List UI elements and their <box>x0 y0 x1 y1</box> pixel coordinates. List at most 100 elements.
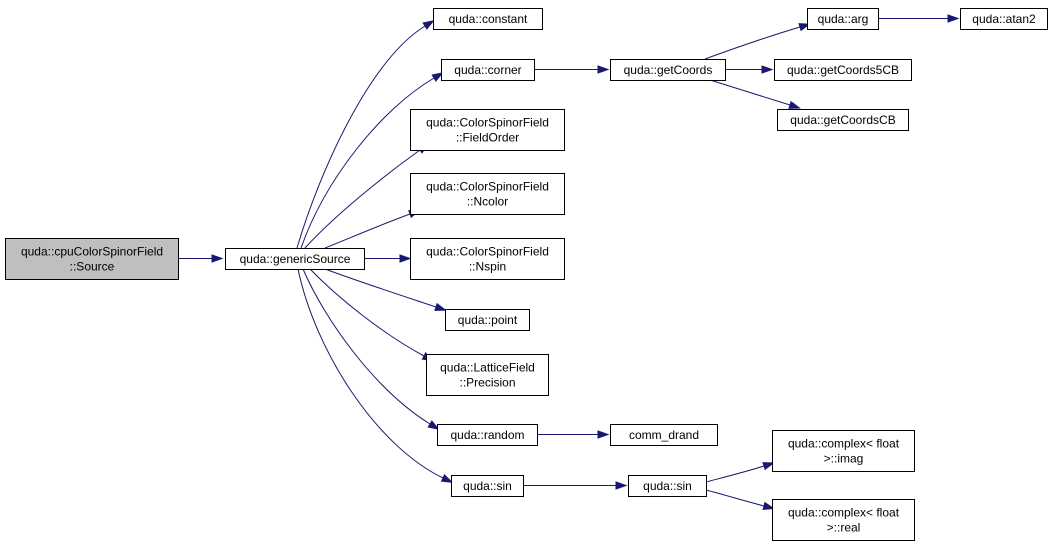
edge-n0-n1 <box>178 254 224 263</box>
node-atan2[interactable]: quda::atan2 <box>960 8 1048 30</box>
edge-line <box>705 465 765 483</box>
node-cpucolorspinorfield-source[interactable]: quda::cpuColorSpinorField::Source <box>5 238 179 280</box>
edge-n1-n9 <box>302 268 440 431</box>
node-box <box>451 475 524 497</box>
node-label: quda::corner <box>454 63 521 77</box>
edge-n17-n19 <box>705 489 776 510</box>
node-comm-drand[interactable]: comm_drand <box>610 424 718 446</box>
edge-n1-n2 <box>296 19 435 249</box>
node-box <box>426 354 549 396</box>
node-box <box>441 59 535 81</box>
arrowhead-icon <box>431 72 444 82</box>
node-fieldorder[interactable]: quda::ColorSpinorField::FieldOrder <box>410 109 565 151</box>
node-corner[interactable]: quda::corner <box>441 59 535 81</box>
node-complex-real[interactable]: quda::complex< float>::real <box>772 499 915 541</box>
arrowhead-icon <box>597 430 610 439</box>
edge-line <box>304 149 421 249</box>
node-label: ::FieldOrder <box>456 131 519 145</box>
node-box <box>410 109 565 151</box>
node-label: quda::atan2 <box>972 12 1036 26</box>
node-constant[interactable]: quda::constant <box>433 8 543 30</box>
node-label: quda::point <box>458 313 518 327</box>
node-sin-outer[interactable]: quda::sin <box>451 475 524 497</box>
node-genericsource[interactable]: quda::genericSource <box>225 248 365 270</box>
node-label: quda::ColorSpinorField <box>426 245 549 259</box>
node-label: quda::cpuColorSpinorField <box>21 245 163 259</box>
edge-line <box>302 268 431 425</box>
node-box <box>410 238 565 280</box>
edge-line <box>297 268 444 479</box>
node-getcoordscb[interactable]: quda::getCoordsCB <box>777 109 909 131</box>
edge-line <box>300 77 435 249</box>
arrowhead-icon <box>211 254 224 263</box>
node-box <box>225 248 365 270</box>
node-box <box>445 309 530 331</box>
node-label: quda::arg <box>818 12 869 26</box>
edge-n9-n16 <box>537 430 610 439</box>
node-box <box>960 8 1048 30</box>
node-label: quda::constant <box>449 12 528 26</box>
node-box <box>433 8 543 30</box>
edge-line <box>296 25 426 249</box>
arrowhead-icon <box>434 302 447 311</box>
node-label: quda::complex< float <box>788 437 900 451</box>
edge-line <box>324 268 437 308</box>
node-label: quda::sin <box>643 479 692 493</box>
node-sin-inner[interactable]: quda::sin <box>628 475 707 497</box>
arrowhead-icon <box>440 473 454 484</box>
node-box <box>807 8 879 30</box>
node-point[interactable]: quda::point <box>445 309 530 331</box>
node-label: quda::LatticeField <box>440 361 535 375</box>
edge-line <box>705 489 765 507</box>
node-label: quda::ColorSpinorField <box>426 180 549 194</box>
arrowhead-icon <box>947 14 960 23</box>
node-precision[interactable]: quda::LatticeField::Precision <box>426 354 549 396</box>
node-box <box>774 59 912 81</box>
edge-line <box>324 213 411 249</box>
arrowhead-icon <box>615 481 628 490</box>
node-box <box>610 59 726 81</box>
arrowhead-icon <box>427 420 440 431</box>
node-label: quda::getCoords5CB <box>787 63 899 77</box>
edge-n17-n18 <box>705 462 775 483</box>
edge-n1-n4 <box>304 143 430 249</box>
node-label: ::Source <box>70 260 115 274</box>
node-box <box>610 424 718 446</box>
node-box <box>628 475 707 497</box>
node-ncolor[interactable]: quda::ColorSpinorField::Ncolor <box>410 173 565 215</box>
edge-n11-n12 <box>704 23 812 60</box>
node-arg[interactable]: quda::arg <box>807 8 879 30</box>
node-box <box>772 499 915 541</box>
arrowhead-icon <box>399 254 412 263</box>
node-label: quda::complex< float <box>788 506 900 520</box>
edge-n1-n6 <box>364 254 412 263</box>
node-label: quda::ColorSpinorField <box>426 116 549 130</box>
node-box <box>777 109 909 131</box>
node-nspin[interactable]: quda::ColorSpinorField::Nspin <box>410 238 565 280</box>
node-label: >::imag <box>824 452 864 466</box>
arrowhead-icon <box>597 65 610 74</box>
node-label: >::real <box>827 521 861 535</box>
arrowhead-icon <box>762 501 776 510</box>
arrowhead-icon <box>422 19 435 30</box>
node-box <box>772 430 915 472</box>
node-label: ::Precision <box>459 376 515 390</box>
node-complex-imag[interactable]: quda::complex< float>::imag <box>772 430 915 472</box>
edge-line <box>704 26 801 60</box>
edge-n10-n17 <box>523 481 628 490</box>
edge-line <box>709 79 791 106</box>
edge-line <box>309 268 425 357</box>
node-getcoords5cb[interactable]: quda::getCoords5CB <box>774 59 912 81</box>
node-label: quda::genericSource <box>240 252 351 266</box>
node-label: quda::sin <box>463 479 512 493</box>
node-label: quda::getCoords <box>624 63 713 77</box>
arrowhead-icon <box>798 23 812 32</box>
edge-n11-n14 <box>725 65 774 74</box>
node-label: comm_drand <box>629 428 699 442</box>
node-random[interactable]: quda::random <box>437 424 538 446</box>
nodes-layer: quda::cpuColorSpinorField::Source quda::g… <box>5 8 1048 541</box>
edge-n1-n7 <box>324 268 447 311</box>
edge-n1-n3 <box>300 72 444 249</box>
node-getcoords[interactable]: quda::getCoords <box>610 59 726 81</box>
